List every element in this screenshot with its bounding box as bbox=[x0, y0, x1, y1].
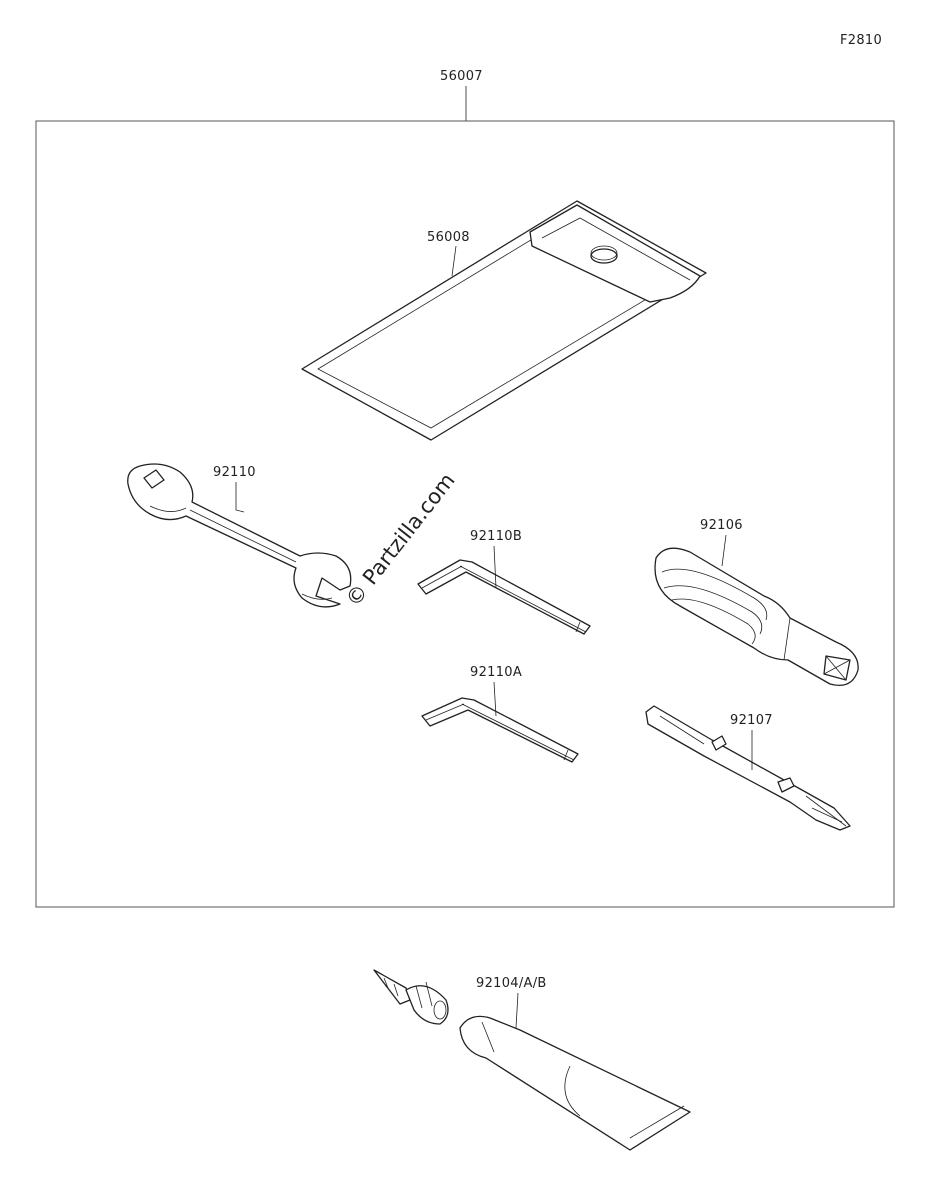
watermark: © Partzilla.com bbox=[341, 469, 460, 611]
wrench-illustration bbox=[127, 463, 352, 608]
label-repair-kit[interactable]: 92104/A/B bbox=[476, 976, 547, 991]
label-wrench[interactable]: 92110 bbox=[213, 465, 256, 480]
leader-repair-kit bbox=[515, 992, 519, 1029]
leader-screwdriver-handle bbox=[721, 534, 727, 567]
hex-key-a-illustration bbox=[421, 697, 579, 763]
label-hex-key-b[interactable]: 92110B bbox=[470, 529, 522, 544]
leader-hex-key-a bbox=[493, 681, 497, 717]
leader-wrench bbox=[235, 482, 245, 513]
tool-case-illustration bbox=[301, 200, 707, 441]
leader-hex-key-b bbox=[493, 545, 497, 589]
label-screwdriver-handle[interactable]: 92106 bbox=[700, 518, 743, 533]
figure-code: F2810 bbox=[840, 33, 882, 48]
label-case[interactable]: 56008 bbox=[427, 230, 470, 245]
label-hex-key-a[interactable]: 92110A bbox=[470, 665, 522, 680]
screwdriver-handle-illustration bbox=[654, 547, 859, 687]
leader-case bbox=[451, 245, 457, 277]
label-tool-kit[interactable]: 56007 bbox=[440, 69, 483, 84]
hex-key-b-illustration bbox=[417, 559, 591, 635]
tool-kit-box bbox=[35, 120, 895, 908]
tube-illustration bbox=[373, 969, 691, 1151]
label-screwdriver-bit[interactable]: 92107 bbox=[730, 713, 773, 728]
screwdriver-bit-illustration bbox=[645, 705, 851, 831]
